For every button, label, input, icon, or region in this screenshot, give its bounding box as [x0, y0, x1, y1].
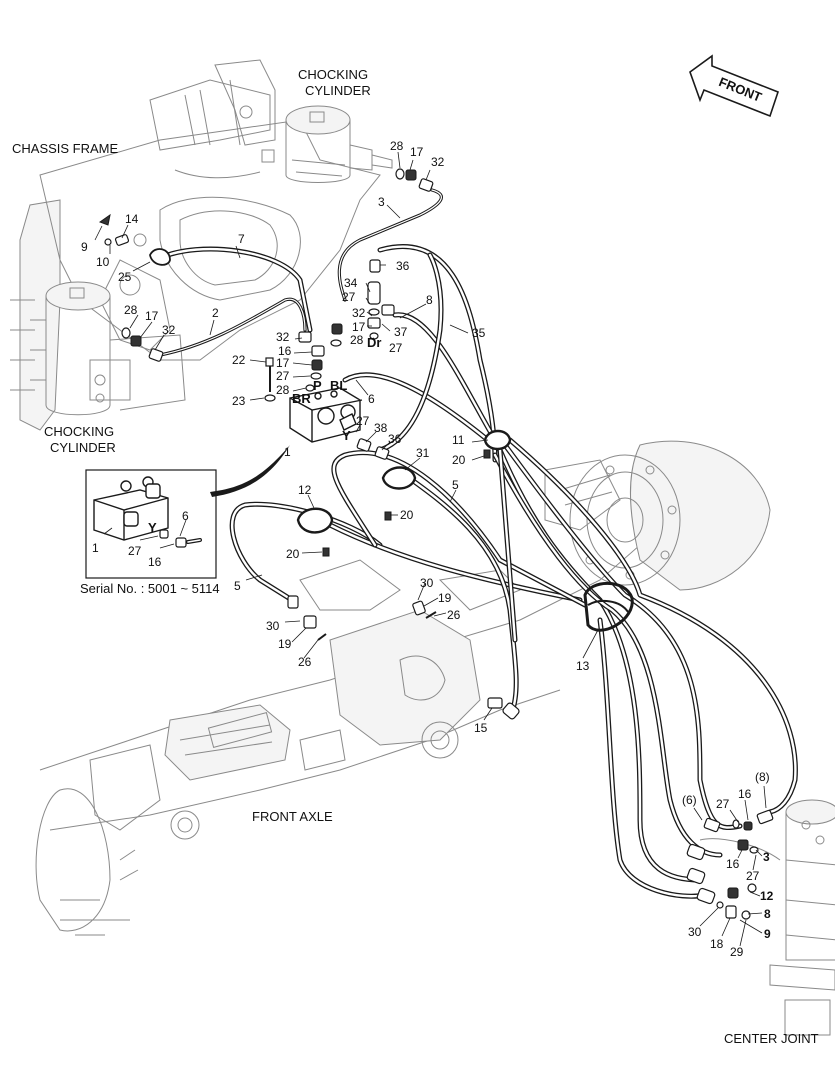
callout-9: 9 [764, 927, 771, 941]
callout-16: 16 [148, 555, 162, 569]
callout-37: 37 [394, 325, 408, 339]
callout-6: 6 [182, 509, 189, 523]
port-y-inset: Y [148, 520, 157, 535]
callout-26: 26 [298, 655, 312, 669]
callout-2: 2 [212, 306, 219, 320]
callout-20: 20 [286, 547, 300, 561]
callout-32: 32 [352, 306, 366, 320]
callout-32: 32 [162, 323, 176, 337]
callout-30: 30 [420, 576, 434, 590]
callout-5: 5 [234, 579, 241, 593]
callout-17: 17 [410, 145, 424, 159]
front-axle-label: FRONT AXLE [252, 809, 333, 824]
callout-23: 23 [232, 394, 246, 408]
front-arrow: FRONT [689, 54, 779, 118]
callout-12: 12 [760, 889, 774, 903]
callout-32: 32 [431, 155, 445, 169]
chassis-frame-label: CHASSIS FRAME [12, 141, 119, 156]
callout-38: 38 [374, 421, 388, 435]
callout-17: 17 [145, 309, 159, 323]
callout-28: 28 [350, 333, 364, 347]
port-br: BR [292, 391, 311, 406]
callout-17: 17 [352, 320, 366, 334]
callout-30: 30 [688, 925, 702, 939]
serial-inset [85, 445, 290, 579]
callout-8: 8 [764, 907, 771, 921]
port-labels: P BL BR Dr Y Y [148, 335, 381, 535]
front-axle-sketch [35, 529, 661, 936]
callout-22: 22 [232, 353, 246, 367]
callout-3: 3 [763, 850, 770, 864]
callout-28: 28 [124, 303, 138, 317]
callout-30: 30 [266, 619, 280, 633]
callout-9: 9 [81, 240, 88, 254]
port-bl: BL [330, 378, 347, 393]
callout-27: 27 [342, 290, 356, 304]
callout-19: 19 [438, 591, 452, 605]
callout-6: 6 [368, 392, 375, 406]
callout-20: 20 [452, 453, 466, 467]
callout-34: 34 [344, 276, 358, 290]
callout-5: 5 [452, 478, 459, 492]
serial-number-label: Serial No. : 5001 ~ 5114 [80, 581, 220, 596]
callout-numbers: 28 17 32 3 36 34 27 8 32 37 17 28 27 35 … [81, 139, 774, 959]
leader-lines [94, 151, 767, 947]
callout-1: 1 [284, 445, 291, 459]
port-p: P [313, 378, 322, 393]
chocking-cylinder-left-sketch [30, 281, 186, 416]
callout-27: 27 [128, 544, 142, 558]
callout-7: 7 [238, 232, 245, 246]
callout-6-ref: (6) [682, 793, 697, 807]
callout-1: 1 [92, 541, 99, 555]
callout-13: 13 [576, 659, 590, 673]
callout-27: 27 [716, 797, 730, 811]
callout-16: 16 [278, 344, 292, 358]
chocking-cylinder-top-line1: CHOCKING [298, 67, 368, 82]
chocking-cylinder-top-line2: CYLINDER [305, 83, 371, 98]
callout-12: 12 [298, 483, 312, 497]
callout-27: 27 [276, 369, 290, 383]
callout-36: 36 [388, 432, 402, 446]
callout-14: 14 [125, 212, 139, 226]
callout-19: 19 [278, 637, 292, 651]
wheel-hub-sketch [544, 440, 771, 591]
callout-29: 29 [730, 945, 744, 959]
callout-16: 16 [726, 857, 740, 871]
chocking-cylinder-left-line1: CHOCKING [44, 424, 114, 439]
callout-16: 16 [738, 787, 752, 801]
callout-10: 10 [96, 255, 110, 269]
callout-3: 3 [378, 195, 385, 209]
callout-8-ref: (8) [755, 770, 770, 784]
callout-11: 11 [452, 433, 465, 447]
callout-17: 17 [276, 356, 290, 370]
callout-28: 28 [276, 383, 290, 397]
callout-35: 35 [472, 326, 486, 340]
center-joint-label: CENTER JOINT [724, 1031, 819, 1046]
callout-8: 8 [426, 293, 433, 307]
callout-27: 27 [746, 869, 760, 883]
callout-27: 27 [389, 341, 403, 355]
callout-20: 20 [400, 508, 414, 522]
port-dr: Dr [367, 335, 381, 350]
callout-15: 15 [474, 721, 488, 735]
callout-27: 27 [356, 414, 370, 428]
brake-valve-block [289, 387, 363, 443]
callout-36: 36 [396, 259, 410, 273]
callout-26: 26 [447, 608, 461, 622]
callout-31: 31 [416, 446, 430, 460]
port-y: Y [342, 428, 351, 443]
hose-routing [157, 188, 798, 899]
chocking-cylinder-left-line2: CYLINDER [50, 440, 116, 455]
captions: CHOCKING CYLINDER CHASSIS FRAME CHOCKING… [12, 67, 819, 1046]
callout-25: 25 [118, 270, 132, 284]
clamps [149, 248, 634, 632]
fittings [98, 168, 774, 920]
callout-28: 28 [390, 139, 404, 153]
chocking-cylinder-top-sketch [285, 105, 393, 183]
callout-32: 32 [276, 330, 290, 344]
callout-18: 18 [710, 937, 724, 951]
